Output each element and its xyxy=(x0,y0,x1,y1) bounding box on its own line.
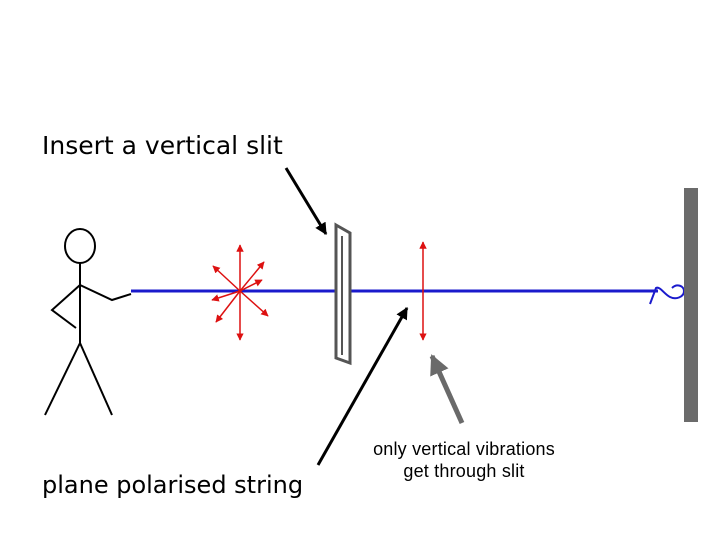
note-line-1: only vertical vibrations xyxy=(346,438,582,460)
slit-pointer-arrow xyxy=(286,168,326,234)
plane-polarised-label: plane polarised string xyxy=(42,471,303,499)
vibration-pointer-arrow xyxy=(432,356,462,423)
stick-figure-icon xyxy=(45,229,131,415)
string-hook xyxy=(650,285,684,304)
note-line-2: get through slit xyxy=(346,460,582,482)
insert-slit-label: Insert a vertical slit xyxy=(42,131,283,160)
vertical-vibrations-note: only vertical vibrations get through sli… xyxy=(346,438,582,482)
vertical-slit xyxy=(336,225,350,363)
wall xyxy=(684,188,698,422)
